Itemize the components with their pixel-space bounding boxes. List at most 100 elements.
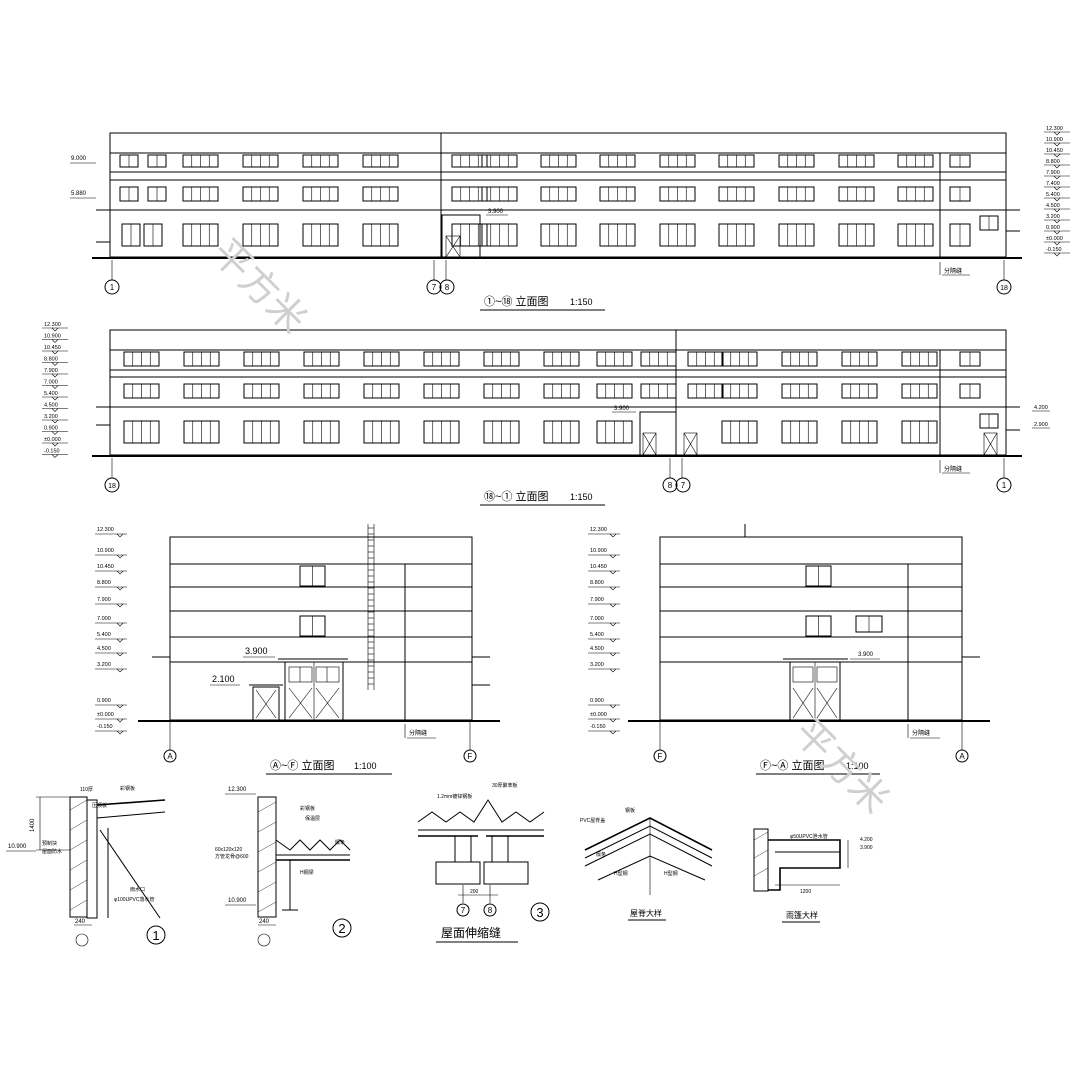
window: [362, 154, 399, 168]
level-label: 12.300: [228, 787, 247, 793]
axis-label: 18: [1000, 285, 1008, 292]
axis-label: 18: [108, 483, 116, 490]
window: [949, 186, 971, 202]
window: [119, 186, 139, 202]
detail-note: φ50UPVC泄水管: [790, 833, 828, 840]
level-label: 8.800: [97, 580, 111, 586]
window: [540, 223, 577, 247]
window: [423, 351, 460, 367]
level-label: 0.900: [590, 698, 604, 704]
window: [599, 154, 636, 168]
axis-lines: 18 8 7 1: [104, 458, 1012, 493]
window: [838, 186, 875, 202]
dimension: 200: [470, 889, 479, 895]
window: [483, 383, 520, 399]
window: [362, 223, 399, 247]
window: [121, 223, 141, 247]
window: [540, 186, 577, 202]
window: [423, 420, 460, 444]
level-label: 7.000: [97, 616, 111, 622]
detail-note: 30厚聚苯板: [492, 782, 518, 789]
side-door: [249, 684, 283, 721]
level-label: 4.500: [44, 403, 58, 409]
level-label: 10.450: [44, 345, 61, 351]
elevation-title: Ⓐ~Ⓕ 立面图: [270, 758, 334, 772]
level-label: 10.450: [1046, 148, 1063, 154]
detail-note: 保温层: [305, 815, 320, 822]
level-label: 9.000: [71, 156, 87, 162]
level-label: 5.400: [1046, 192, 1060, 198]
roof-ladder: [367, 524, 375, 690]
window: [451, 223, 488, 247]
window: [659, 186, 696, 202]
window: [540, 154, 577, 168]
level-label: 5.880: [71, 191, 87, 197]
axis-label: 7: [432, 283, 437, 292]
level-label: 8.800: [1046, 159, 1060, 165]
level-label: 10.900: [44, 334, 61, 340]
detail-note: 屋面防水: [42, 848, 62, 855]
elevation-title: ⑱~① 立面图: [484, 489, 548, 503]
window: [302, 154, 339, 168]
level-label: -0.150: [1046, 247, 1062, 253]
detail-note: PVC屋脊盖: [580, 817, 605, 824]
detail-4: PVC屋脊盖 钢板 檩条 H型钢 H型钢 屋脊大样: [580, 807, 713, 921]
dimension: 240: [259, 919, 270, 925]
window: [599, 186, 636, 202]
window: [242, 186, 279, 202]
window: [543, 420, 580, 444]
window: [363, 383, 400, 399]
level-label: 7.000: [44, 380, 58, 386]
side-door-level: 2.100: [212, 674, 235, 684]
level-marks: 12.30010.90010.4508.8007.9007.0005.4004.…: [95, 527, 127, 735]
right-level-marks: 12.30010.90010.4508.8007.9007.4005.4004.…: [1044, 126, 1070, 257]
axis-label: 1: [1002, 481, 1007, 490]
door-level: 3.900: [245, 646, 268, 656]
window: [718, 154, 755, 168]
level-label: 4.500: [590, 646, 604, 652]
window: [781, 351, 818, 367]
window: [897, 154, 934, 168]
window: [483, 351, 520, 367]
level-label: 10.900: [97, 548, 114, 554]
window: [183, 383, 220, 399]
window: [147, 186, 167, 202]
detail-note: φ100UPVC落水管: [114, 896, 154, 903]
entrance-door: [441, 214, 481, 258]
main-door: [278, 658, 348, 721]
level-label: 10.450: [97, 564, 114, 570]
window: [451, 154, 488, 168]
level-label: 5.400: [590, 632, 604, 638]
level-label: 4.500: [97, 646, 111, 652]
dimension: 240: [75, 919, 86, 925]
detail-caption: 雨篷大样: [786, 910, 818, 920]
window: [543, 383, 580, 399]
level-label: 3.200: [1046, 214, 1060, 220]
level-label: 7.900: [44, 368, 58, 374]
window: [640, 351, 677, 367]
level-label: 10.900: [590, 548, 607, 554]
window: [596, 351, 633, 367]
window: [721, 351, 758, 367]
right-level-marks: 4.200 2.900: [1006, 405, 1050, 431]
level-label: 7.000: [590, 616, 604, 622]
window: [303, 383, 340, 399]
level-label: 7.900: [590, 597, 604, 603]
axis-label: A: [167, 752, 173, 761]
window: [778, 154, 815, 168]
axis-label: 7: [461, 906, 466, 915]
joint-label: 分隔缝: [944, 267, 962, 275]
level-label: ±0.000: [590, 712, 607, 718]
detail-note: 彩钢板: [120, 785, 135, 792]
window: [959, 351, 981, 367]
axis-lines: F A: [653, 722, 969, 763]
window-grid: [123, 351, 999, 444]
joint-label: 分隔缝: [912, 729, 930, 737]
window: [841, 420, 878, 444]
window: [362, 186, 399, 202]
window: [123, 383, 160, 399]
window: [718, 223, 755, 247]
elevation-scale: 1:100: [846, 761, 869, 771]
window: [659, 223, 696, 247]
elevation-scale: 1:150: [570, 492, 593, 502]
